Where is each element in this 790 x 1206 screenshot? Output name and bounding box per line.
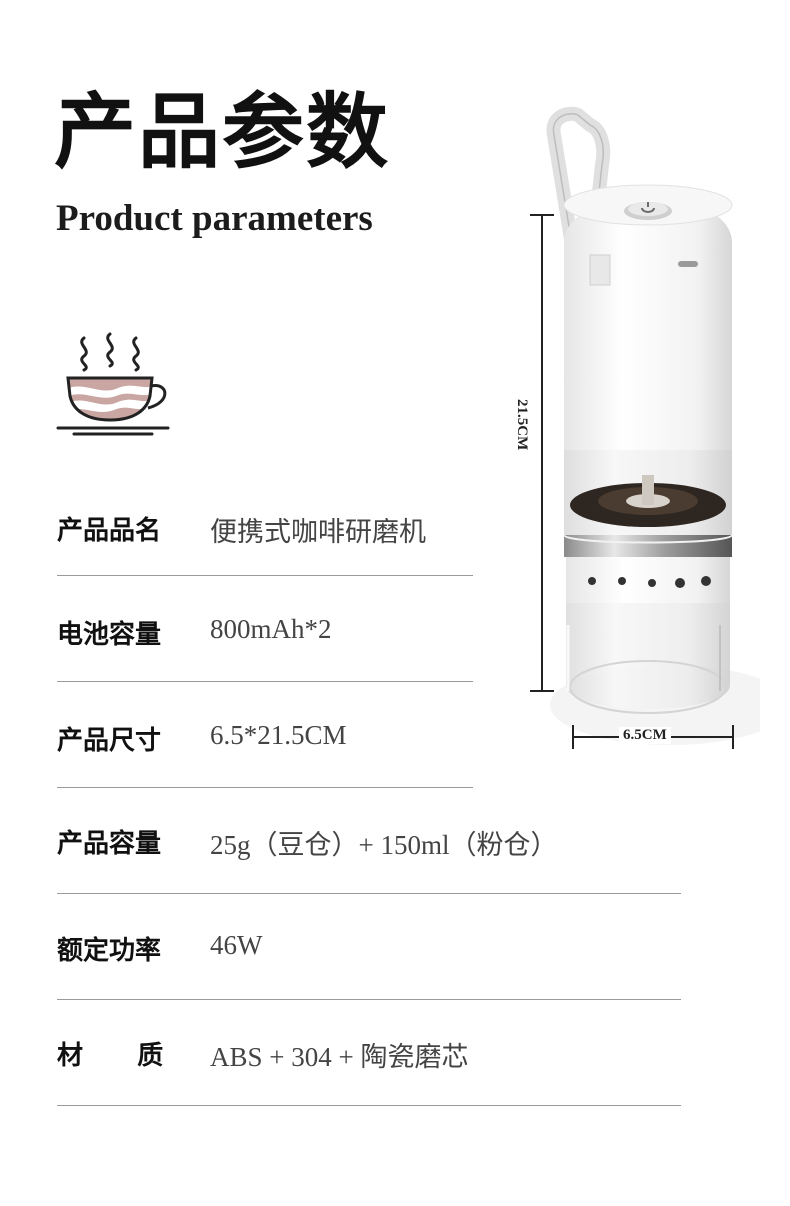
page-title: 产品参数 (54, 85, 391, 180)
coffee-grinder-illustration (530, 106, 760, 749)
divider (57, 681, 473, 682)
param-value: 便携式咖啡研磨机 (210, 517, 426, 547)
param-value: 25g（豆仓）+ 150ml（粉仓） (210, 830, 558, 860)
page-subtitle: Product parameters (56, 198, 373, 239)
power-button-icon (624, 202, 672, 220)
param-label: 产品容量 (57, 829, 162, 859)
param-label: 电池容量 (57, 620, 162, 650)
divider (57, 999, 681, 1000)
param-value: 6.5*21.5CM (210, 720, 347, 750)
height-dimension-label: 21.5CM (513, 396, 530, 454)
param-label: 产品尺寸 (57, 726, 162, 756)
divider (57, 787, 473, 788)
divider (57, 1105, 681, 1106)
param-value: 46W (210, 930, 263, 960)
width-dimension-label: 6.5CM (619, 727, 671, 744)
param-value: ABS + 304 + 陶瓷磨芯 (210, 1042, 469, 1072)
coffee-cup-icon (56, 332, 170, 436)
param-label: 额定功率 (57, 936, 162, 966)
divider (57, 893, 681, 894)
param-label: 材 质 (57, 1041, 164, 1071)
param-value: 800mAh*2 (210, 614, 332, 644)
param-label: 产品品名 (57, 516, 162, 546)
divider (57, 575, 473, 576)
